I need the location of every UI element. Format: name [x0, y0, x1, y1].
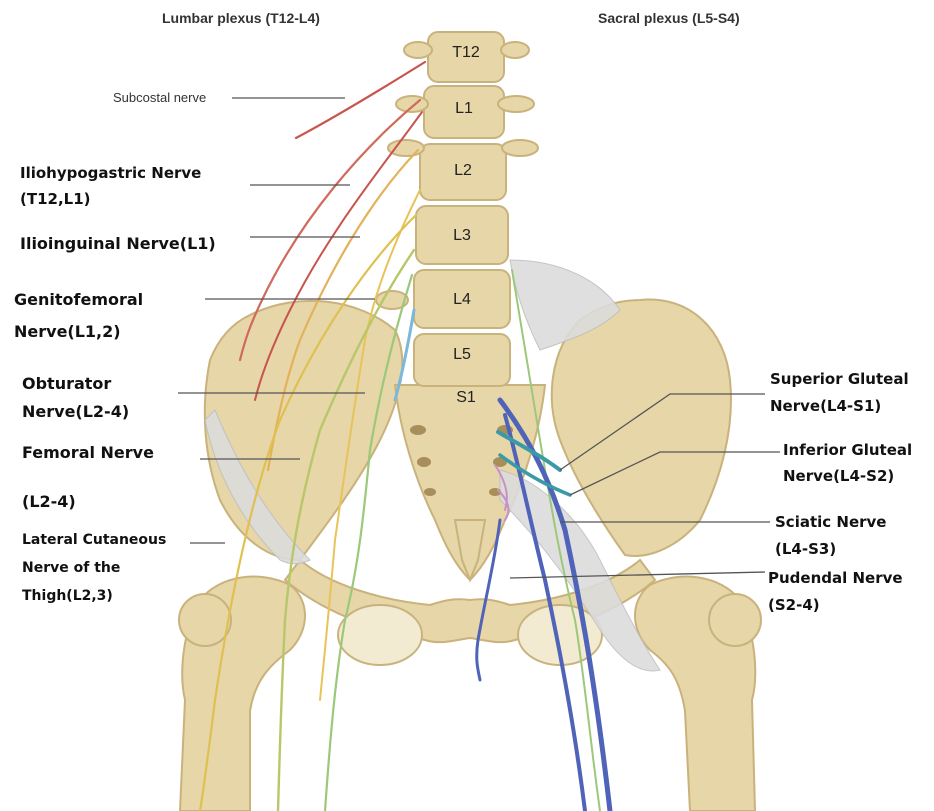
- coccyx: [455, 520, 485, 580]
- left-greater-trochanter: [179, 594, 231, 646]
- vertebra-label-l5: L5: [432, 346, 492, 364]
- label-lateral-cutaneous-nerve: Lateral Cutaneous: [22, 532, 166, 548]
- label-superior-gluteal-nerve: Superior Gluteal: [770, 370, 909, 388]
- header-sacral-plexus: Sacral plexus (L5-S4): [598, 10, 740, 26]
- label-obturator-roots: Nerve(L2-4): [22, 402, 129, 421]
- vertebra-label-l2: L2: [433, 162, 493, 180]
- label-pudendal-nerve: Pudendal Nerve: [768, 569, 903, 587]
- label-lateral-cutaneous-nerve-2: Nerve of the: [22, 560, 120, 576]
- label-lateral-cutaneous-roots: Thigh(L2,3): [22, 588, 113, 604]
- label-genitofemoral-roots: Nerve(L1,2): [14, 322, 121, 341]
- vertebral-column: [376, 32, 538, 386]
- vertebra-label-s1: S1: [436, 389, 496, 407]
- label-subcostal-nerve: Subcostal nerve: [113, 90, 206, 105]
- left-obturator-foramen: [338, 605, 422, 665]
- label-sciatic-roots: (L4-S3): [775, 540, 836, 558]
- vertebra-label-t12: T12: [436, 44, 496, 62]
- vertebra-label-l3: L3: [432, 227, 492, 245]
- label-femoral-roots: (L2-4): [22, 492, 76, 511]
- vertebra-label-l4: L4: [432, 291, 492, 309]
- label-ilioinguinal-nerve: Ilioinguinal Nerve(L1): [20, 234, 216, 253]
- right-iliac-wing: [552, 300, 731, 556]
- label-inferior-gluteal-roots: Nerve(L4-S2): [783, 467, 894, 485]
- vertebra-label-l1: L1: [434, 100, 494, 118]
- label-iliohypogastric-roots: (T12,L1): [20, 190, 91, 208]
- right-greater-trochanter: [709, 594, 761, 646]
- label-inferior-gluteal-nerve: Inferior Gluteal: [783, 441, 912, 459]
- label-pudendal-roots: (S2-4): [768, 596, 820, 614]
- label-superior-gluteal-roots: Nerve(L4-S1): [770, 397, 881, 415]
- label-genitofemoral-nerve: Genitofemoral: [14, 290, 143, 309]
- header-lumbar-plexus: Lumbar plexus (T12-L4): [162, 10, 320, 26]
- label-femoral-nerve: Femoral Nerve: [22, 443, 154, 462]
- label-iliohypogastric-nerve: Iliohypogastric Nerve: [20, 164, 201, 182]
- label-obturator-nerve: Obturator: [22, 374, 111, 393]
- label-sciatic-nerve: Sciatic Nerve: [775, 513, 886, 531]
